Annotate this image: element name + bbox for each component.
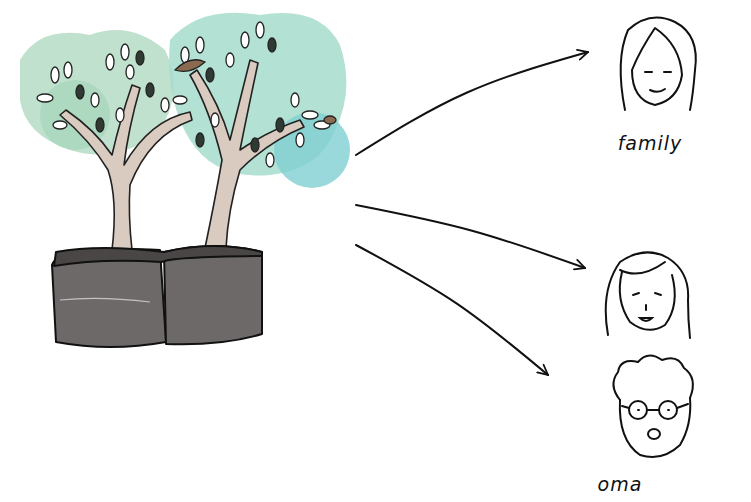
tree-illustration	[40, 20, 356, 350]
arrow-connector	[356, 245, 548, 375]
person-label: family	[618, 132, 683, 154]
arrow-connector	[356, 205, 585, 268]
tree-canopy	[20, 13, 350, 188]
plant-pot	[52, 246, 262, 347]
arrow-connector	[356, 52, 588, 155]
person-face	[606, 252, 690, 338]
person-label: oma	[598, 473, 643, 495]
person-face	[621, 18, 696, 111]
person-node: family	[588, 10, 720, 160]
person-face	[613, 355, 692, 457]
tree-trunk	[60, 60, 304, 250]
person-node	[585, 245, 695, 345]
tree-leaves	[37, 22, 336, 167]
person-node: oma	[548, 355, 708, 500]
